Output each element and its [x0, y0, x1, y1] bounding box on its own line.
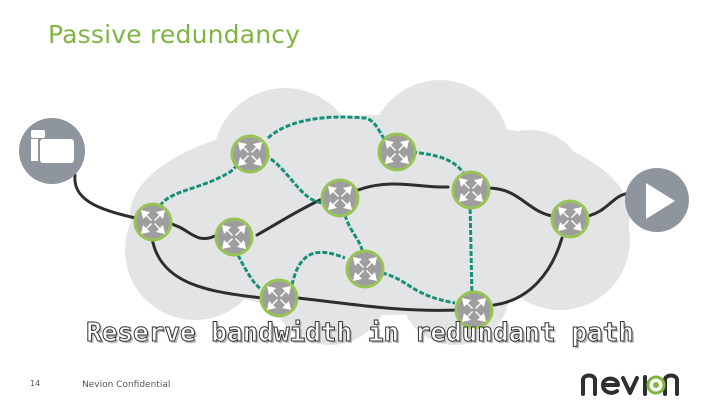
page-number: 14 — [30, 379, 41, 388]
router-node — [320, 178, 360, 218]
router-node — [133, 202, 173, 242]
diagram-caption: Reserve bandwidth in redundant path — [86, 318, 635, 349]
video-camera-icon — [31, 130, 74, 163]
play-icon — [646, 183, 675, 219]
router-node — [451, 170, 491, 210]
router-node — [214, 217, 254, 257]
footer-confidential: Nevion Confidential — [82, 380, 171, 390]
source-endpoint — [19, 118, 85, 184]
router-node — [259, 278, 299, 318]
router-node — [550, 199, 590, 239]
redundant-path — [158, 115, 474, 305]
router-node — [377, 132, 417, 172]
router-node — [230, 134, 270, 174]
slide-title: Passive redundancy — [48, 20, 301, 49]
primary-path — [73, 173, 632, 312]
destination-endpoint — [625, 168, 689, 232]
nevion-logo — [581, 373, 679, 396]
router-node — [345, 249, 385, 289]
